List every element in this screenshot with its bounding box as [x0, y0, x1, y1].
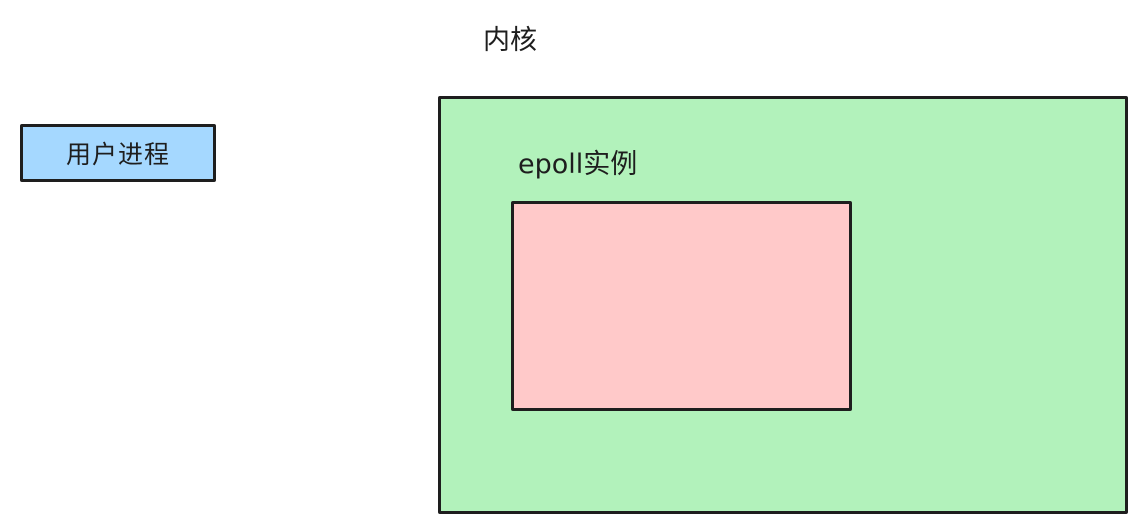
user-process-label: 用户进程 [65, 140, 170, 169]
user-process-box: 用户进程 [20, 124, 216, 182]
epoll-instance-box [511, 201, 852, 411]
kernel-label: 内核 [483, 25, 537, 56]
epoll-instance-label: epoll实例 [518, 149, 638, 180]
